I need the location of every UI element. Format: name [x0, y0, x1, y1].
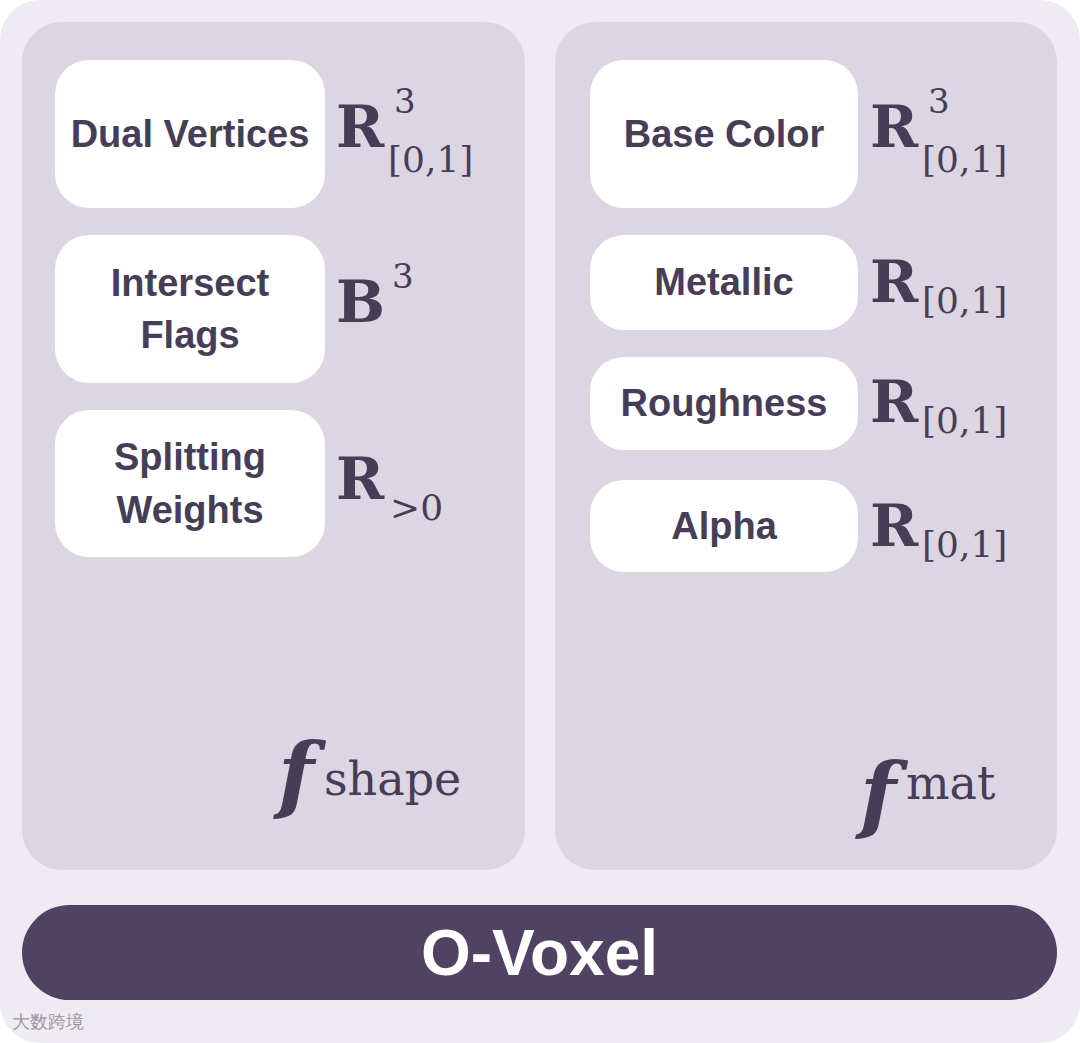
attribute-label: Roughness: [621, 377, 828, 429]
attribute-box: Splitting Weights: [55, 410, 325, 557]
attribute-box: Roughness: [590, 357, 858, 450]
attribute-box: Intersect Flags: [55, 235, 325, 383]
range-subscript: [0,1]: [922, 403, 1007, 439]
range-subscript: >0: [390, 490, 443, 526]
band-title: O-Voxel: [421, 916, 658, 990]
attribute-box: Alpha: [590, 480, 858, 572]
attribute-label: Dual Vertices: [71, 108, 310, 160]
attribute-box: Dual Vertices: [55, 60, 325, 208]
set-symbol: R: [870, 373, 918, 431]
attribute-label: Intersect Flags: [67, 257, 313, 362]
attribute-label: Splitting Weights: [67, 431, 313, 536]
dimension-superscript: 3: [928, 84, 950, 118]
set-symbol: R: [870, 253, 918, 311]
set-symbol: R: [870, 98, 918, 156]
symbol-letter: f: [278, 732, 314, 816]
range-subscript: [0,1]: [922, 283, 1007, 319]
attribute-label: Base Color: [624, 108, 825, 160]
set-symbol: R: [336, 98, 384, 156]
set-symbol: R: [336, 450, 384, 508]
set-symbol: R: [870, 497, 918, 555]
watermark: 大数跨境: [12, 1013, 84, 1031]
range-subscript: [0,1]: [922, 142, 1007, 178]
title-band: O-Voxel: [22, 905, 1057, 1000]
set-symbol: B: [336, 273, 385, 331]
symbol-superscript: mat: [906, 760, 996, 806]
attribute-box: Base Color: [590, 60, 858, 208]
attribute-label: Alpha: [671, 500, 777, 552]
attribute-box: Metallic: [590, 235, 858, 330]
range-subscript: [0,1]: [388, 142, 473, 178]
dimension-superscript: 3: [392, 259, 414, 293]
attribute-label: Metallic: [654, 256, 793, 308]
symbol-letter: f: [860, 752, 896, 836]
dimension-superscript: 3: [394, 84, 416, 118]
symbol-superscript: shape: [324, 756, 461, 802]
range-subscript: [0,1]: [922, 527, 1007, 563]
